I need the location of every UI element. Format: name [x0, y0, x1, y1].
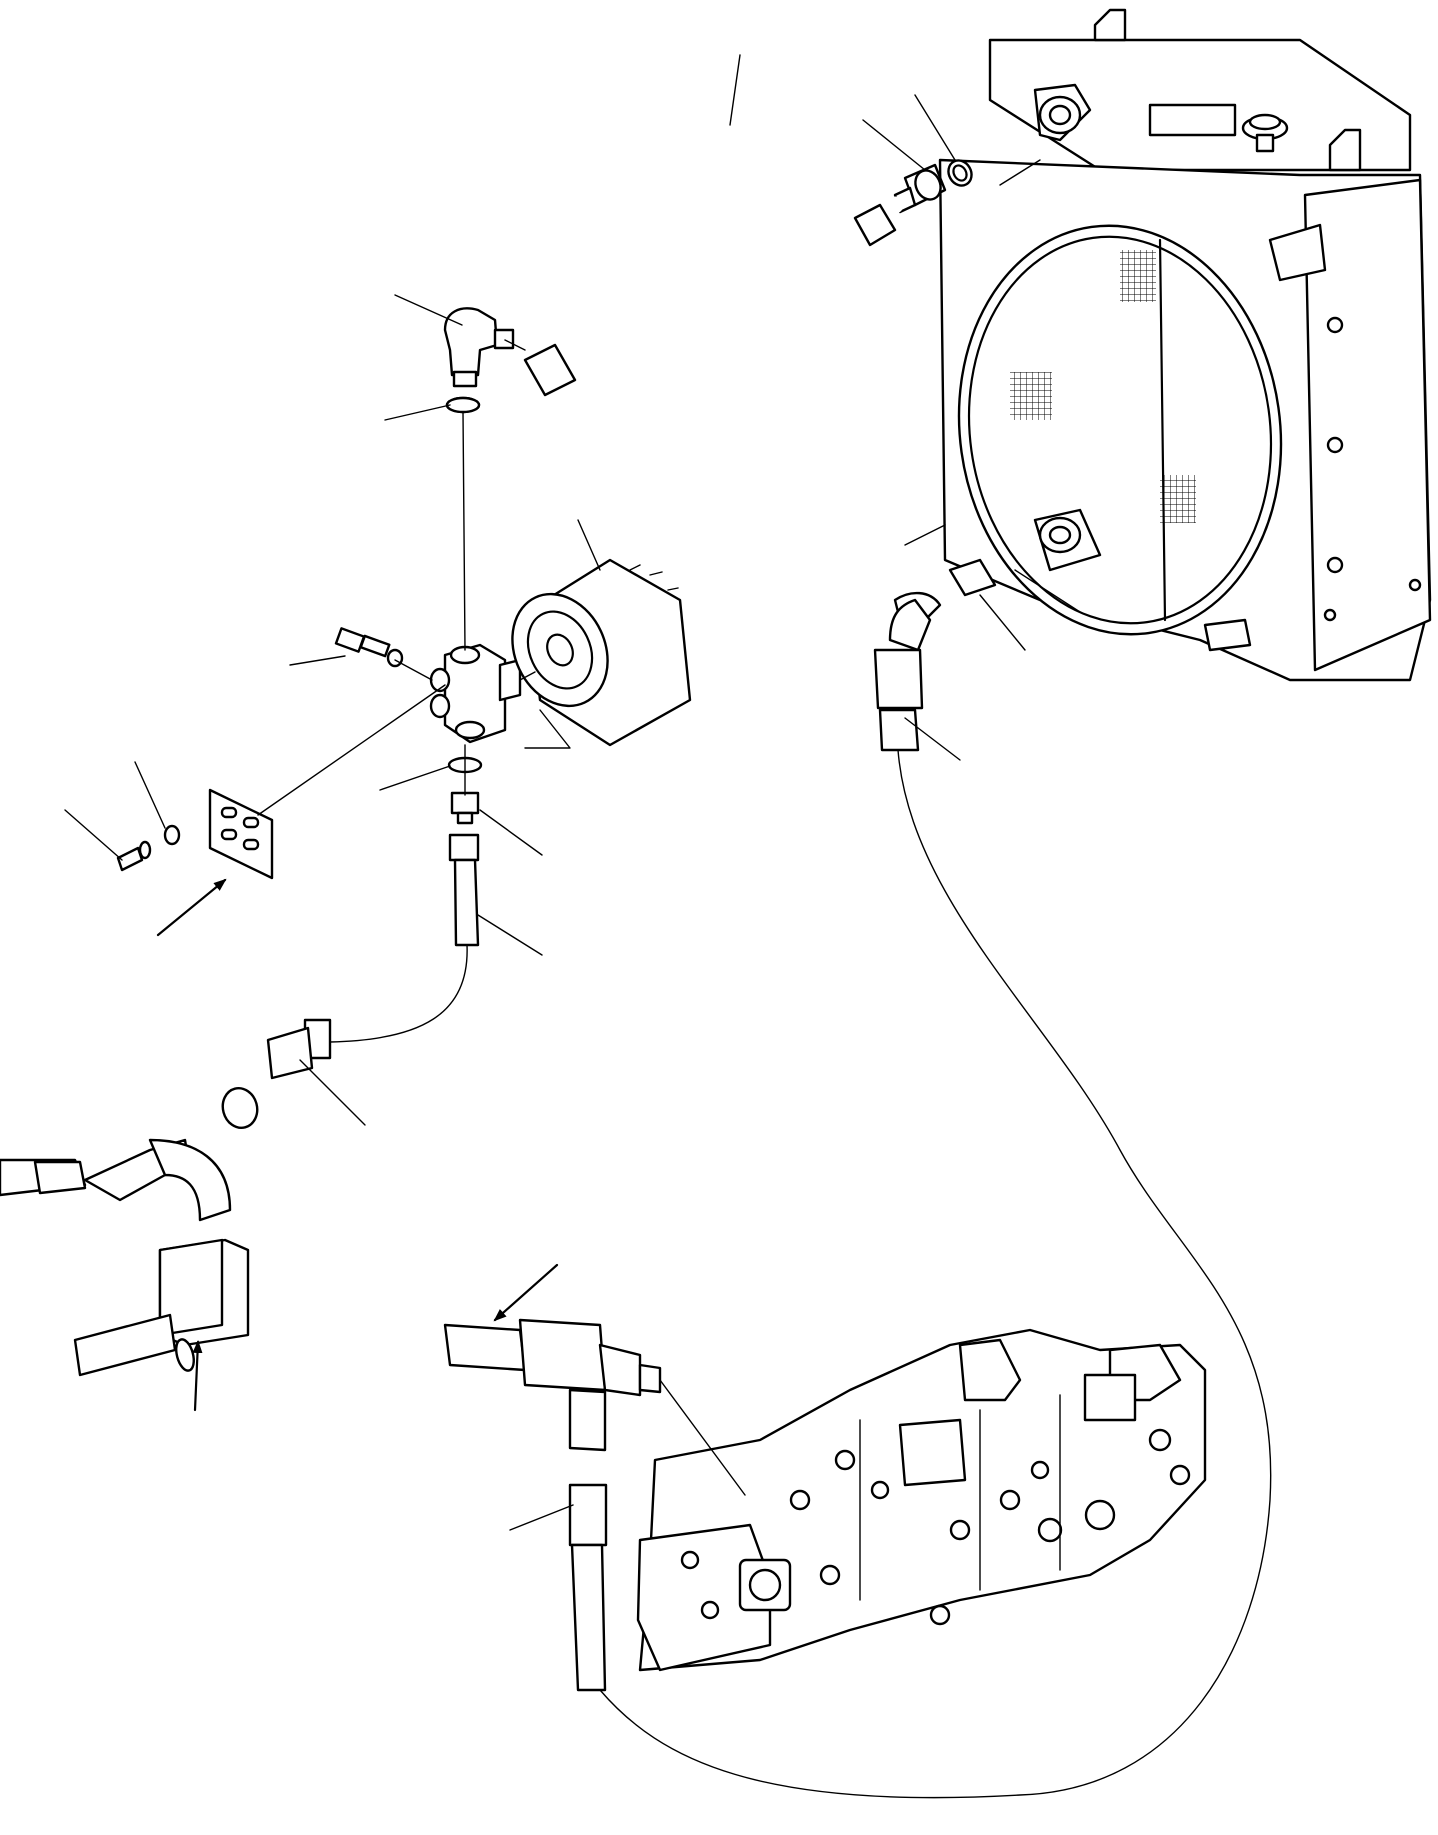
leader-lines [64, 54, 1081, 1531]
mounting-bracket [208, 788, 274, 880]
assembly-centerlines [257, 159, 1041, 1496]
radiator-cap [1241, 113, 1289, 153]
arrow-to-valve-block [192, 1340, 203, 1412]
pump-tee-fitting [443, 1318, 662, 1692]
hydraulic-pump [636, 1328, 1207, 1672]
cooler-inlet-tube [523, 122, 904, 397]
lower-port-boss [1033, 508, 1102, 572]
left-valve-assembly [0, 1138, 250, 1377]
adapter-fitting [450, 791, 480, 825]
direction-arrows [156, 878, 559, 1412]
oil-filter-cartridge [511, 558, 692, 747]
arrow-to-bracket [156, 878, 227, 937]
upper-cooler-fittings [893, 159, 973, 214]
radiator-oil-cooler [938, 8, 1432, 682]
filter-head [429, 643, 522, 744]
bolt-and-washer [116, 824, 181, 872]
pressure-switch [334, 627, 404, 668]
upper-port-boss [1033, 83, 1092, 142]
side-bolts [1323, 316, 1422, 622]
arrow-to-pump-line [493, 1263, 559, 1322]
filter-outlet-hose [221, 833, 480, 1130]
elbow-fitting [443, 307, 515, 414]
